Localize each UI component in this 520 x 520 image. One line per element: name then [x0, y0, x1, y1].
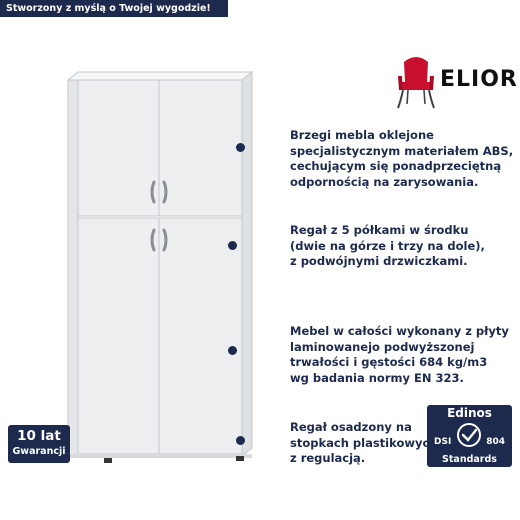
- feature-text-shelves: Regał z 5 półkami w środku(dwie na górze…: [290, 223, 485, 268]
- feature-marker-1: [236, 143, 245, 152]
- feature-marker-4: [236, 436, 245, 445]
- armchair-icon: [397, 57, 435, 109]
- brand-logo-text: ELIOR: [440, 67, 518, 92]
- certification-number: 804: [486, 437, 505, 447]
- promo-banner: Stworzony z myślą o Twojej wygodzie!: [0, 0, 228, 17]
- certification-seal-icon: [457, 423, 481, 447]
- certification-left: DSI: [434, 437, 452, 447]
- certification-brand: Edinos: [447, 406, 492, 420]
- feature-marker-3: [228, 346, 237, 355]
- feature-marker-2: [228, 241, 237, 250]
- certification-badge: Edinos DSI 804 Standards: [427, 405, 512, 467]
- warranty-badge: 10 lat Gwarancji: [8, 425, 70, 463]
- certification-label: Standards: [442, 454, 497, 465]
- cabinet-illustration: [66, 70, 254, 463]
